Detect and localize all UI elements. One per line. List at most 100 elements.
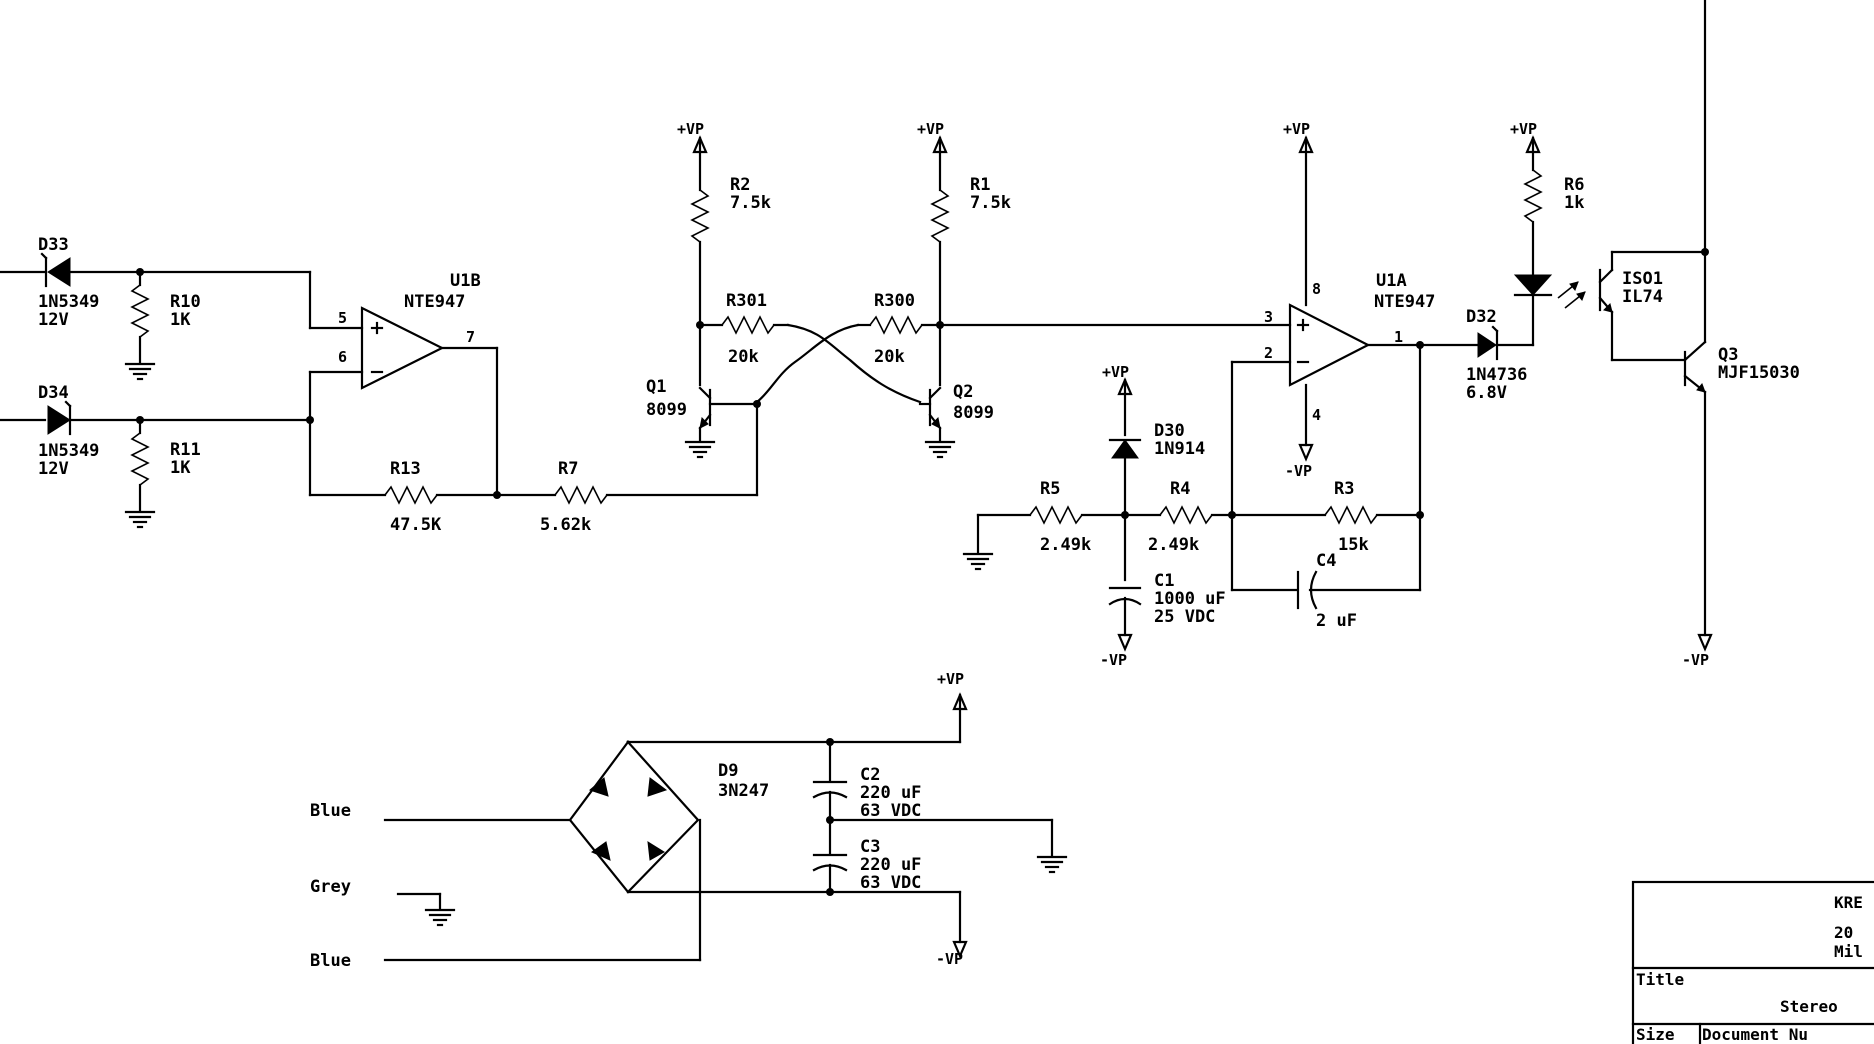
label-d32: D32 [1466, 307, 1497, 327]
label-vn-u1a: -VP [1285, 462, 1312, 480]
resistor-r2 [690, 189, 710, 243]
label-d33: D33 [38, 235, 69, 255]
label-r11-val: 1K [170, 458, 191, 478]
label-vp-r2: +VP [677, 120, 704, 138]
label-r4-val: 2.49k [1148, 535, 1199, 555]
cross-coupled-pair [684, 135, 1292, 459]
label-u1a-part: NTE947 [1374, 292, 1435, 312]
label-r2-val: 7.5k [730, 193, 771, 213]
label-d34-part: 1N5349 [38, 441, 99, 461]
label-d32-volt: 6.8V [1466, 383, 1507, 403]
label-r2: R2 [730, 175, 750, 195]
resistor-r4 [1159, 505, 1213, 525]
resistor-r1 [930, 189, 950, 243]
label-vp-d30: +VP [1102, 363, 1129, 381]
label-d9: D9 [718, 761, 738, 781]
zener-diode-d33 [47, 257, 71, 287]
label-r301: R301 [726, 291, 767, 311]
u1a-section [962, 135, 1480, 652]
label-iso1: ISO1 [1622, 269, 1663, 289]
label-vn-bridge: -VP [936, 950, 963, 968]
label-vp-u1a: +VP [1283, 120, 1310, 138]
resistor-r7 [554, 485, 608, 505]
label-vn-q3: -VP [1682, 651, 1709, 669]
optocoupler-iso1 [1598, 250, 1707, 362]
opamp-u1b [360, 306, 445, 390]
label-q2: Q2 [953, 382, 973, 402]
transistor-q2 [918, 386, 942, 442]
label-c1-val: 1000 uF [1154, 589, 1226, 609]
label-c4: C4 [1316, 551, 1336, 571]
label-r6-val: 1k [1564, 193, 1584, 213]
title-company: KRE [1834, 893, 1863, 912]
label-c4-val: 2 uF [1316, 611, 1357, 631]
label-r10-val: 1K [170, 310, 191, 330]
label-vp-r6: +VP [1510, 120, 1537, 138]
label-d9-part: 3N247 [718, 781, 769, 801]
power-supply-section [383, 692, 1068, 962]
ground-symbol [124, 510, 156, 529]
label-u1a: U1A [1376, 271, 1407, 291]
label-r1: R1 [970, 175, 990, 195]
resistor-r301 [721, 315, 775, 335]
ground-symbol [124, 362, 156, 381]
opamp-u1a [1288, 303, 1371, 387]
label-q1-part: 8099 [646, 400, 687, 420]
ground-symbol [424, 908, 456, 927]
label-r6: R6 [1564, 175, 1584, 195]
label-r11: R11 [170, 440, 201, 460]
label-c2-val: 220 uF [860, 783, 921, 803]
label-r300: R300 [874, 291, 915, 311]
label-iso1-part: IL74 [1622, 287, 1663, 307]
label-vp-r1: +VP [917, 120, 944, 138]
label-u1b-pin5: 5 [338, 309, 347, 327]
ground-symbol [924, 440, 956, 459]
label-d30-part: 1N914 [1154, 439, 1205, 459]
label-u1a-pin3: 3 [1264, 308, 1273, 326]
output-section [1477, 0, 1713, 652]
label-u1b: U1B [450, 271, 481, 291]
zener-diode-d34 [47, 405, 71, 435]
label-in-blue2: Blue [310, 951, 351, 971]
label-u1a-pin1: 1 [1394, 328, 1403, 346]
label-d33-part: 1N5349 [38, 292, 99, 312]
ground-symbol [1036, 855, 1068, 874]
label-c1: C1 [1154, 571, 1174, 591]
label-d34: D34 [38, 383, 69, 403]
label-u1b-part: NTE947 [404, 292, 465, 312]
label-c3-val: 220 uF [860, 855, 921, 875]
input-zener-section [0, 252, 759, 529]
label-d34-volt: 12V [38, 459, 69, 479]
title-address1: 20 [1834, 923, 1853, 942]
label-d32-part: 1N4736 [1466, 365, 1527, 385]
label-u1a-pin2: 2 [1264, 344, 1273, 362]
label-r5: R5 [1040, 479, 1060, 499]
label-c2: C2 [860, 765, 880, 785]
diode-d30 [1111, 439, 1139, 459]
label-c2-volt: 63 VDC [860, 801, 921, 821]
resistor-r10 [130, 284, 150, 338]
resistor-r13 [384, 485, 438, 505]
label-u1b-pin6: 6 [338, 348, 347, 366]
label-vn-c1: -VP [1100, 651, 1127, 669]
label-c1-volt: 25 VDC [1154, 607, 1215, 627]
resistor-r3 [1324, 505, 1378, 525]
zener-diode-d32 [1477, 332, 1497, 358]
label-q2-part: 8099 [953, 403, 994, 423]
bridge-rectifier-d9 [568, 740, 700, 894]
label-r13-val: 47.5K [390, 515, 442, 535]
label-vp-bridge: +VP [937, 670, 964, 688]
label-q3: Q3 [1718, 345, 1738, 365]
label-r1-val: 7.5k [970, 193, 1011, 213]
label-in-blue1: Blue [310, 801, 351, 821]
label-u1b-pin7: 7 [466, 328, 475, 346]
label-q3-part: MJF15030 [1718, 363, 1800, 383]
label-r4: R4 [1170, 479, 1190, 499]
label-r301-val: 20k [728, 347, 759, 367]
label-d33-volt: 12V [38, 310, 69, 330]
optocoupler-led [1513, 274, 1553, 296]
label-r300-val: 20k [874, 347, 905, 367]
label-c3-volt: 63 VDC [860, 873, 921, 893]
title-address2: Mil [1834, 942, 1863, 961]
